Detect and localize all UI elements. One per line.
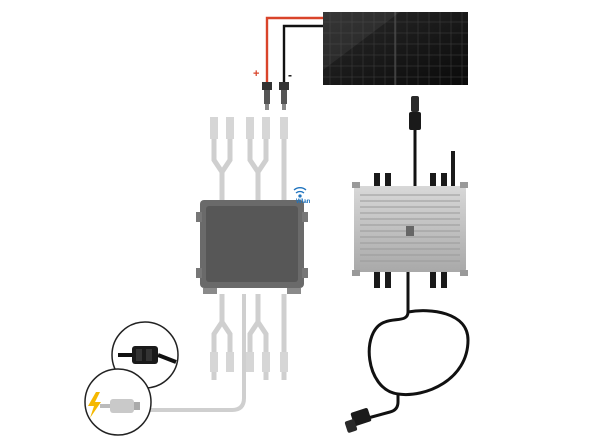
top-cable-right [409, 96, 421, 186]
antenna [451, 151, 455, 187]
panel-positive-cable [265, 16, 323, 84]
mc4-connector-negative [279, 82, 289, 110]
ac-plug-callout [84, 368, 152, 436]
connector-callout [111, 321, 179, 389]
light-microinverter [352, 182, 468, 276]
lightning-bolt-icon [88, 392, 101, 418]
dark-microinverter [196, 200, 308, 294]
output-cable-loop [344, 272, 470, 433]
bottom-connectors [374, 272, 447, 288]
solar-panel [323, 12, 468, 85]
wifi-label: Wlan [296, 199, 311, 205]
mc4-connector-positive [262, 82, 272, 110]
faded-input-cables [210, 117, 288, 200]
panel-negative-cable [282, 24, 323, 84]
positive-terminal-label: + [253, 68, 260, 80]
top-connectors [374, 173, 447, 189]
negative-terminal-label: - [288, 68, 292, 82]
faded-output-cables [128, 294, 288, 412]
wifi-icon [293, 187, 307, 198]
